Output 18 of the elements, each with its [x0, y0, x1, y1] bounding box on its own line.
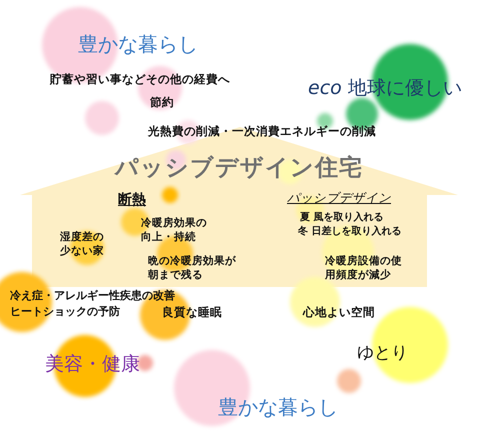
slogan-text: 豊かな暮らし: [218, 394, 338, 421]
note-text: 冷暖房設備の使用頻度が減少: [325, 254, 403, 282]
note-text: 晩の冷暖房効果が朝まで残る: [148, 254, 237, 282]
note-text: 光熱費の削減・一次消費エネルギーの削減: [148, 124, 376, 140]
note-text: 湿度差の少ない家: [60, 230, 105, 258]
slogan-text: 豊かな暮らし: [78, 31, 198, 58]
note-text: 心地よい空間: [303, 305, 375, 321]
note-text: 冷暖房効果の向上・持続: [141, 216, 208, 244]
slogan-text: ゆとり: [357, 342, 408, 365]
house-shape: [18, 125, 460, 288]
note-text: 夏 風を取り入れる: [300, 211, 384, 224]
note-text: 節約: [150, 95, 174, 111]
note-text: 冬 日差しを取り入れる: [298, 225, 402, 238]
section-heading: パッシブデザイン: [287, 190, 391, 207]
note-text: 貯蓄や習い事などその他の経費へ: [50, 72, 230, 88]
note-text: 冷え症・アレルギー性疾患の改善: [10, 289, 175, 304]
section-heading: 断熱: [118, 191, 146, 210]
house-heading: パッシブデザイン住宅: [115, 154, 363, 183]
